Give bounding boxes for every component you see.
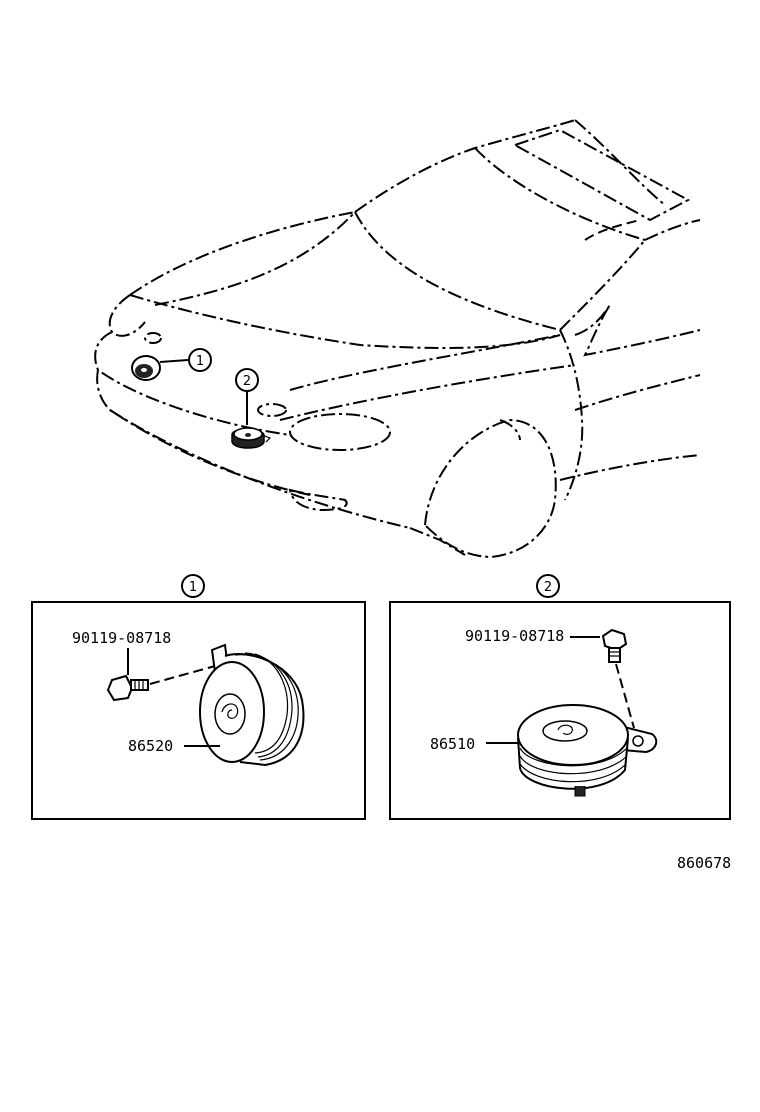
panel-1-horn-label: 86520	[128, 737, 173, 755]
detail-panel-1: 1 90119-08718 86520	[31, 574, 366, 820]
car-outline	[94, 119, 701, 559]
panel-2-bolt-label: 90119-08718	[465, 627, 564, 645]
panel-1-bolt-path	[149, 665, 216, 685]
panel-2-horn-label: 86510	[430, 735, 475, 753]
callout-2-car: 2	[243, 374, 251, 389]
callout-1-car: 1	[196, 354, 204, 369]
callout-circle-1-panel	[181, 574, 205, 598]
panel-2-frame	[389, 601, 731, 820]
callout-1-panel: 1	[189, 580, 197, 595]
panel-2-horn	[517, 704, 658, 797]
detail-panel-2: 2 90119-08718 86510	[389, 574, 731, 820]
panel-1-bolt-label: 90119-08718	[72, 629, 171, 647]
callout-circle-2-panel	[536, 574, 560, 598]
car-horn-2: 2	[231, 368, 272, 449]
callout-circle-1-car	[188, 348, 212, 372]
diagram-code: 860678	[677, 854, 731, 872]
callout-2-panel: 2	[544, 580, 552, 595]
panel-1-frame	[31, 601, 366, 820]
panel-1-bolt	[106, 674, 149, 702]
panel-2-bolt	[601, 628, 628, 663]
panel-1-horn	[199, 643, 305, 767]
panel-2-bolt-path	[615, 663, 635, 729]
car-horn-1: 1	[131, 348, 212, 381]
